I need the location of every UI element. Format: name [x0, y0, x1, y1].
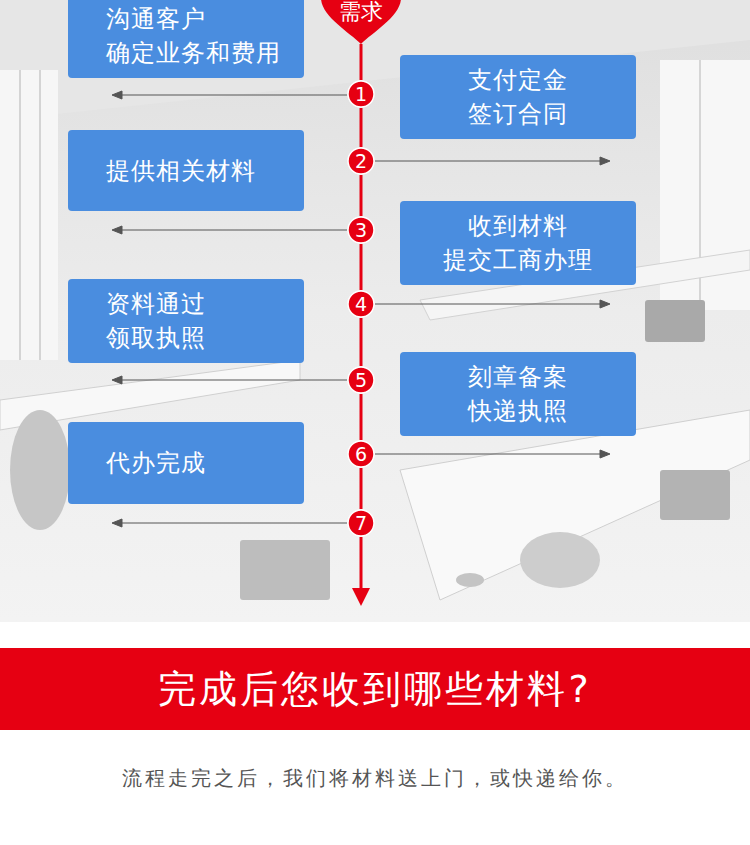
desk — [400, 410, 750, 600]
chair — [10, 410, 70, 530]
ceiling — [0, 0, 750, 120]
node-text: 沟通客户 确定业务和费用 — [106, 2, 286, 70]
circle-fill — [348, 367, 374, 393]
circle-fill — [348, 217, 374, 243]
heart-fill — [321, 0, 401, 44]
step-box: 沟通客户 确定业务和费用 — [68, 0, 304, 78]
pointer-line — [375, 454, 602, 455]
demand-heart: 需求 — [319, 0, 403, 44]
circle-fill — [348, 510, 374, 536]
step-number: 7 — [347, 509, 375, 537]
pointer-head — [600, 450, 610, 458]
timeline-segment — [360, 468, 363, 509]
node-text: 提供相关材料 — [106, 154, 286, 188]
node-text: 收到材料 提交工商办理 — [422, 209, 614, 277]
node-text: 需求 — [339, 0, 383, 24]
photo-ground — [0, 0, 750, 622]
chair — [520, 532, 600, 588]
circle-fill — [348, 291, 374, 317]
step-number: 1 — [347, 80, 375, 108]
pointer-line — [375, 304, 602, 305]
step-box: 代办完成 — [68, 422, 304, 504]
timeline-segment — [360, 44, 363, 80]
pointer-line — [375, 161, 602, 162]
node-text: 刻章备案 快递执照 — [422, 360, 614, 428]
pointer-line — [120, 230, 347, 231]
step-box: 刻章备案 快递执照 — [400, 352, 636, 436]
window-frame — [39, 70, 41, 360]
timeline-segment — [360, 318, 363, 366]
node-text: 代办完成 — [106, 446, 286, 480]
circle-fill — [348, 441, 374, 467]
step-number: 6 — [347, 440, 375, 468]
timeline-segment — [360, 394, 363, 440]
step-number-text: 1 — [347, 80, 375, 108]
step-box: 收到材料 提交工商办理 — [400, 201, 636, 285]
step-number: 5 — [347, 366, 375, 394]
pointer-line — [120, 380, 347, 381]
step-box: 支付定金 签订合同 — [400, 55, 636, 139]
timeline-arrowhead — [352, 588, 370, 606]
timeline-segment — [360, 244, 363, 290]
node-text: 支付定金 签订合同 — [422, 63, 614, 131]
monitor — [240, 540, 330, 600]
step-number-text: 4 — [347, 290, 375, 318]
step-number-text: 5 — [347, 366, 375, 394]
window-frame — [19, 70, 21, 360]
pointer-head — [112, 226, 122, 234]
step-number-text: 2 — [347, 147, 375, 175]
pointer-head — [600, 300, 610, 308]
pointer-head — [112, 519, 122, 527]
window — [0, 70, 58, 360]
caption-note: 流程走完之后，我们将材料送上门，或快递给你。 — [0, 764, 750, 792]
pointer-head — [600, 157, 610, 165]
section-heading: 完成后您收到哪些材料? — [158, 666, 591, 712]
pointer-line — [120, 523, 347, 524]
step-box: 资料通过 领取执照 — [68, 279, 304, 363]
step-number-text: 7 — [347, 509, 375, 537]
timeline-segment — [360, 108, 363, 147]
step-number: 2 — [347, 147, 375, 175]
timeline-segment — [360, 175, 363, 216]
step-number-text: 6 — [347, 440, 375, 468]
timeline-tail — [360, 537, 363, 592]
step-number-text: 3 — [347, 216, 375, 244]
step-number: 4 — [347, 290, 375, 318]
mouse — [456, 573, 484, 587]
white-strip — [0, 622, 750, 648]
step-number: 3 — [347, 216, 375, 244]
monitor — [645, 300, 705, 342]
step-box: 提供相关材料 — [68, 130, 304, 211]
pointer-line — [120, 95, 347, 96]
circle-fill — [348, 148, 374, 174]
heading-band: 完成后您收到哪些材料? — [0, 648, 750, 730]
pointer-head — [112, 376, 122, 384]
monitor — [660, 470, 730, 520]
pointer-head — [112, 91, 122, 99]
node-text: 资料通过 领取执照 — [106, 287, 286, 355]
circle-fill — [348, 81, 374, 107]
